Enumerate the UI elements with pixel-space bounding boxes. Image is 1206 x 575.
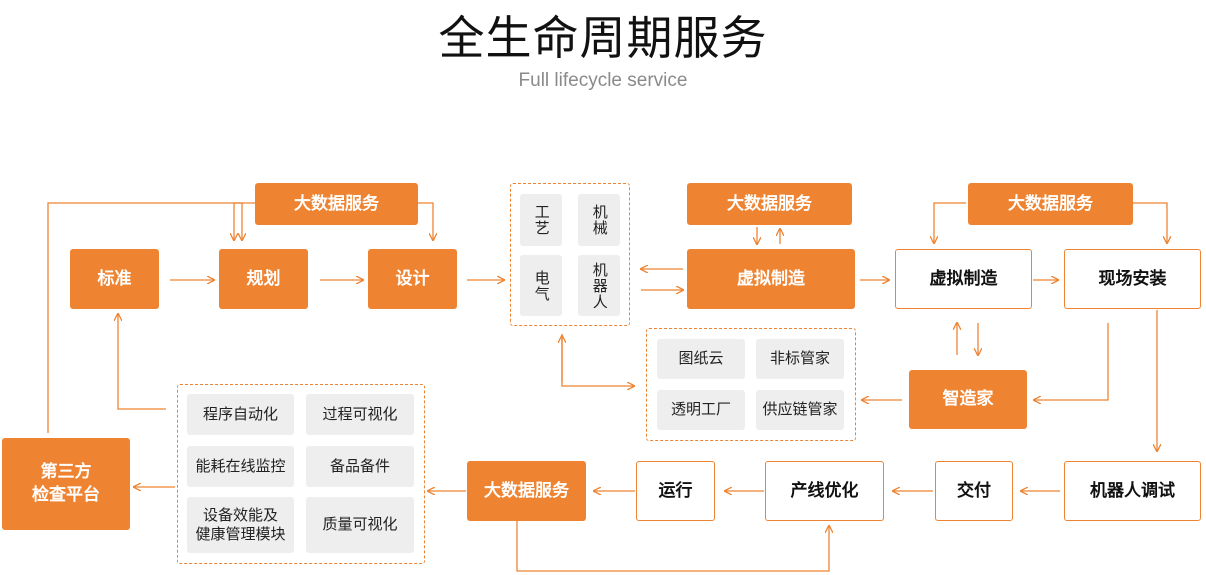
- software-nonstandard-manager: 非标管家: [756, 339, 844, 379]
- monitor-spare-parts: 备品备件: [306, 446, 414, 487]
- monitoring-group: [177, 384, 425, 564]
- software-transparent-factory: 透明工厂: [657, 390, 745, 430]
- big-data-service-box: 大数据服务: [255, 183, 418, 225]
- discipline-group: [510, 183, 630, 326]
- virtual-manufacturing-outline-box: 虚拟制造: [895, 249, 1032, 309]
- third-party-inspection-box: 第三方 检查平台: [2, 438, 130, 530]
- page-subtitle: Full lifecycle service: [518, 70, 688, 91]
- software-group: [646, 328, 856, 441]
- onsite-installation-box: 现场安装: [1064, 249, 1201, 309]
- discipline-robot: 机器人: [578, 255, 620, 316]
- page-title: 全生命周期服务: [438, 11, 768, 65]
- monitor-energy-online: 能耗在线监控: [187, 446, 294, 487]
- monitor-equipment-health: 设备效能及 健康管理模块: [187, 497, 294, 553]
- delivery-box: 交付: [935, 461, 1013, 521]
- discipline-process: 工艺: [520, 194, 562, 246]
- standard-box: 标准: [70, 249, 159, 309]
- software-supply-chain-manager: 供应链管家: [756, 390, 844, 430]
- smart-maker-box: 智造家: [909, 370, 1027, 429]
- monitor-process-visualization: 过程可视化: [306, 394, 414, 435]
- discipline-mechanical: 机械: [578, 194, 620, 246]
- design-box: 设计: [368, 249, 457, 309]
- operation-box: 运行: [636, 461, 715, 521]
- monitor-quality-visualization: 质量可视化: [306, 497, 414, 553]
- big-data-service-box: 大数据服务: [687, 183, 852, 225]
- big-data-service-box: 大数据服务: [968, 183, 1133, 225]
- discipline-electrical: 电气: [520, 255, 562, 316]
- monitor-program-automation: 程序自动化: [187, 394, 294, 435]
- big-data-service-bottom-box: 大数据服务: [467, 461, 586, 521]
- line-optimization-box: 产线优化: [765, 461, 884, 521]
- robot-debugging-box: 机器人调试: [1064, 461, 1201, 521]
- software-drawing-cloud: 图纸云: [657, 339, 745, 379]
- virtual-manufacturing-box: 虚拟制造: [687, 249, 855, 309]
- planning-box: 规划: [219, 249, 308, 309]
